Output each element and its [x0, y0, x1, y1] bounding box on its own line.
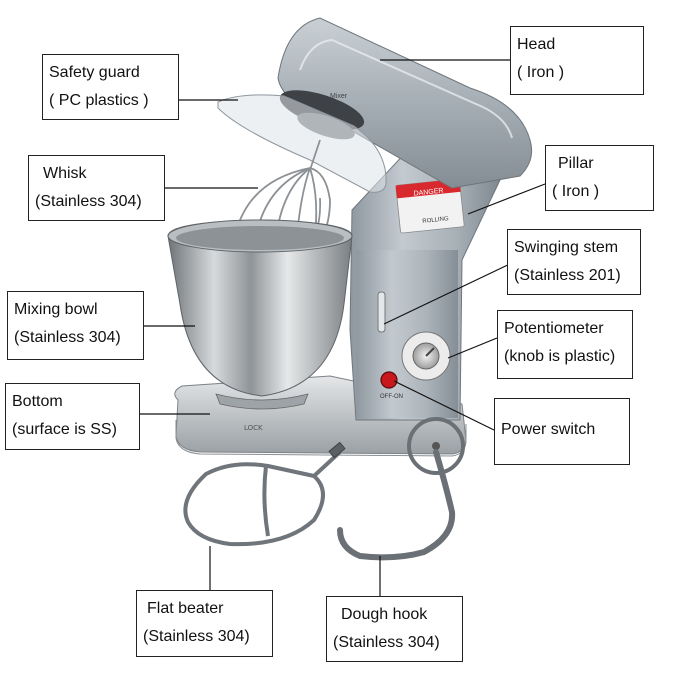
whisk-name: Whisk	[43, 165, 87, 182]
swinging-stem-label: Swinging stem (Stainless 201)	[507, 229, 641, 295]
potentiometer-label: Potentiometer (knob is plastic)	[497, 310, 633, 379]
leader-power-switch	[393, 380, 495, 431]
dough-hook-material: (Stainless 304)	[333, 634, 440, 651]
head-label: Head ( Iron )	[510, 26, 644, 95]
head-name: Head	[517, 36, 556, 53]
whisk-material: (Stainless 304)	[35, 193, 142, 210]
pillar-name: Pillar	[558, 155, 594, 172]
lock-label: LOCK	[244, 424, 263, 432]
pillar-label: Pillar ( Iron )	[545, 145, 654, 211]
safety-guard-material: ( PC plastics )	[49, 92, 149, 109]
warning-sub-text: ROLLING	[422, 216, 449, 225]
swinging-stem-lever	[377, 291, 386, 333]
leader-lines	[140, 59, 546, 596]
head-material: ( Iron )	[517, 64, 565, 81]
safety-guard-label: Safety guard ( PC plastics )	[42, 54, 179, 120]
brand-badge: Mixer	[330, 93, 348, 100]
leader-pillar	[467, 183, 546, 215]
flat-beater-label: Flat beater (Stainless 304)	[136, 590, 273, 657]
power-switch-button	[380, 371, 398, 389]
power-switch-name: Power switch	[501, 421, 596, 438]
swinging-stem-name: Swinging stem	[514, 239, 619, 256]
flat-beater-name: Flat beater	[147, 600, 224, 617]
flat-beater-material: (Stainless 304)	[143, 628, 250, 645]
switch-text: OFF-ON	[380, 394, 403, 400]
safety-guard-name: Safety guard	[49, 64, 140, 81]
safety-guard-shield	[217, 94, 387, 193]
pillar-material: ( Iron )	[552, 183, 600, 200]
potentiometer-material: (knob is plastic)	[504, 348, 616, 365]
flat-beater	[183, 441, 346, 547]
swinging-stem-material: (Stainless 201)	[514, 267, 621, 284]
mixing-bowl-name: Mixing bowl	[14, 301, 98, 318]
leader-potentiometer	[447, 337, 498, 359]
dough-hook-label: Dough hook (Stainless 304)	[326, 596, 463, 662]
leader-swinging-stem	[383, 261, 515, 325]
potentiometer-name: Potentiometer	[504, 320, 604, 337]
dough-hook-name: Dough hook	[341, 606, 428, 623]
dough-hook	[337, 417, 465, 561]
power-switch-label: Power switch	[494, 398, 630, 465]
mixing-bowl-label: Mixing bowl (Stainless 304)	[7, 291, 144, 360]
bottom-label: Bottom (surface is SS)	[5, 383, 140, 450]
bottom-name: Bottom	[12, 393, 63, 410]
bottom-material: (surface is SS)	[12, 421, 117, 438]
whisk-label: Whisk (Stainless 304)	[28, 155, 165, 221]
mixer-pillar: DANGER ROLLING OFF-ON	[349, 149, 501, 421]
mixing-bowl	[167, 219, 353, 410]
mixing-bowl-material: (Stainless 304)	[14, 329, 121, 346]
warning-text: DANGER	[413, 188, 444, 198]
